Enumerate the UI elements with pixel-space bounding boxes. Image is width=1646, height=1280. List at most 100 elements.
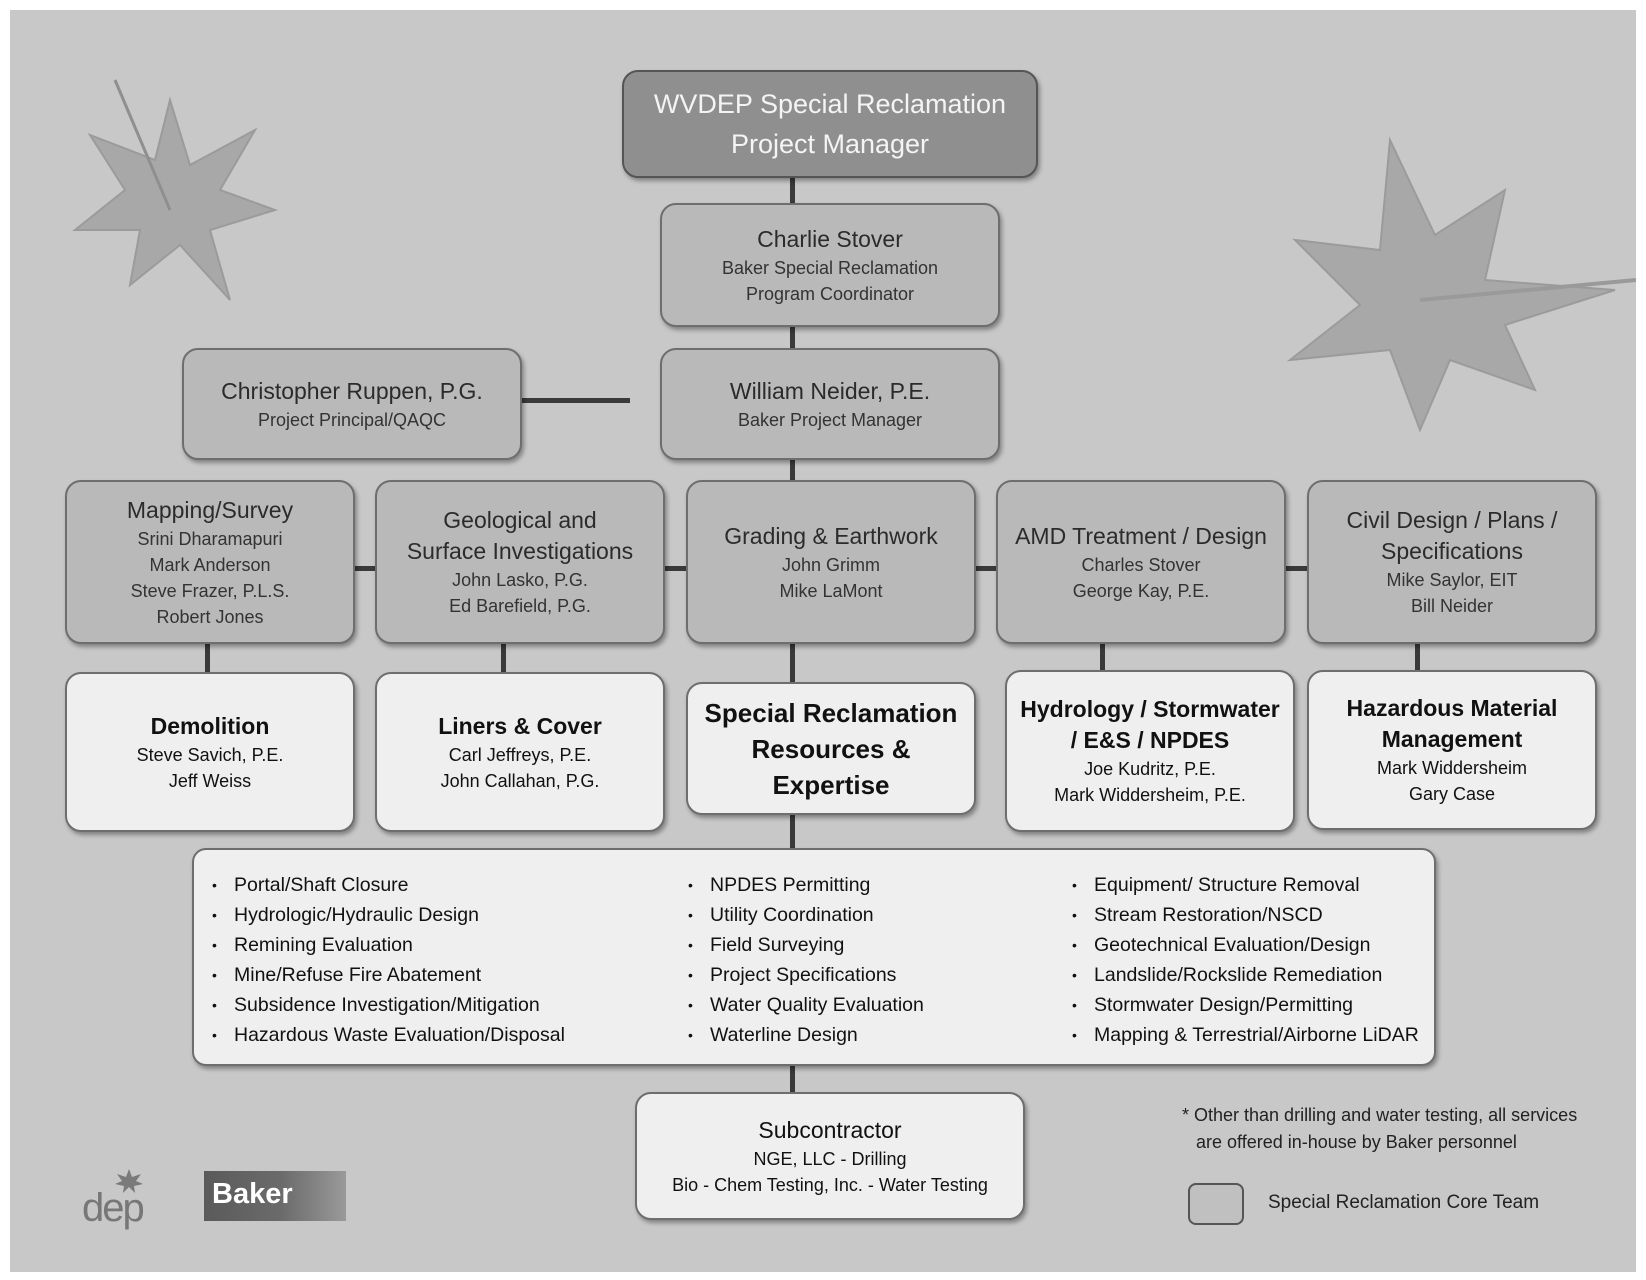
service-item: •Equipment/ Structure Removal <box>1072 873 1360 896</box>
member-name: John Grimm <box>781 554 880 575</box>
group-title: Hydrology / Stormwater / E&S / NPDES <box>1020 696 1280 753</box>
service-item: •Field Surveying <box>688 933 845 956</box>
resources-expertise-box: Special Reclamation Resources & Expertis… <box>686 682 976 815</box>
member-name: Mike Saylor, EIT <box>1386 570 1518 590</box>
civil-design-box: Civil Design / Plans / Specifications Mi… <box>1307 480 1597 644</box>
connector-line <box>790 454 795 484</box>
project-manager-line2: Project Manager <box>730 129 930 159</box>
services-column: •NPDES Permitting •Utility Coordination … <box>670 870 924 1050</box>
connector-line <box>790 175 795 207</box>
service-item: •Hydrologic/Hydraulic Design <box>212 903 479 926</box>
group-title: AMD Treatment / Design <box>1015 522 1267 549</box>
hazardous-material-box: Hazardous Material Management Mark Widde… <box>1307 670 1597 830</box>
service-item: •Water Quality Evaluation <box>688 993 924 1016</box>
member-name: Carl Jeffreys, P.E. <box>448 744 592 765</box>
baker-wordmark: Baker <box>212 1178 293 1210</box>
service-item: •Geotechnical Evaluation/Design <box>1072 933 1371 956</box>
service-item: •Subsidence Investigation/Mitigation <box>212 993 540 1016</box>
member-name: Srini Dharamapuri <box>137 528 283 549</box>
subcontractor-box: Subcontractor NGE, LLC - Drilling Bio - … <box>635 1092 1025 1220</box>
group-title: Demolition <box>150 712 270 739</box>
member-name: Gary Case <box>1408 784 1496 804</box>
coordinator-name: Charlie Stover <box>757 225 903 252</box>
member-name: Joe Kudritz, P.E. <box>1084 759 1216 779</box>
connector-line <box>790 1066 795 1094</box>
member-name: Mark Widdersheim <box>1376 758 1528 778</box>
principal-role: Project Principal/QAQC <box>257 409 447 430</box>
member-name: Charles Stover <box>1081 554 1201 575</box>
group-title: Mapping/Survey <box>126 496 294 523</box>
connector-line <box>790 322 795 352</box>
group-title: Grading & Earthwork <box>724 522 938 549</box>
connector-line <box>790 642 795 684</box>
mapping-survey-box: Mapping/Survey Srini Dharamapuri Mark An… <box>65 480 355 644</box>
service-item: •NPDES Permitting <box>688 873 871 896</box>
connector-line <box>498 398 630 403</box>
member-name: Jeff Weiss <box>168 770 252 791</box>
services-box: •Portal/Shaft Closure •Hydrologic/Hydrau… <box>192 848 1436 1066</box>
service-item: •Utility Coordination <box>688 903 874 926</box>
principal-name: Christopher Ruppen, P.G. <box>221 377 483 404</box>
coordinator-line3: Program Coordinator <box>745 283 915 304</box>
geological-box: Geological and Surface Investigations Jo… <box>375 480 665 644</box>
group-title: Liners & Cover <box>438 712 602 739</box>
footnote: * Other than drilling and water testing,… <box>1182 1102 1577 1156</box>
coordinator-box: Charlie Stover Baker Special Reclamation… <box>660 203 1000 327</box>
service-item: •Remining Evaluation <box>212 933 413 956</box>
baker-logo: Baker <box>204 1171 346 1221</box>
member-name: George Kay, P.E. <box>1072 580 1210 601</box>
member-name: Mark Widdersheim, P.E. <box>1054 785 1246 805</box>
footnote-line2: are offered in-house by Baker personnel <box>1196 1132 1517 1152</box>
member-name: Mark Anderson <box>149 554 271 575</box>
manager-name: William Neider, P.E. <box>729 377 931 404</box>
member-name: Ed Barefield, P.G. <box>449 596 591 616</box>
project-manager-line1: WVDEP Special Reclamation <box>653 89 1007 119</box>
group-title: Hazardous Material Management <box>1346 695 1558 752</box>
service-item: •Stormwater Design/Permitting <box>1072 993 1354 1016</box>
principal-box: Christopher Ruppen, P.G. Project Princip… <box>182 348 522 460</box>
baker-manager-box: William Neider, P.E. Baker Project Manag… <box>660 348 1000 460</box>
hydrology-box: Hydrology / Stormwater / E&S / NPDES Joe… <box>1005 670 1295 832</box>
member-name: John Callahan, P.G. <box>440 770 600 791</box>
liners-cover-box: Liners & Cover Carl Jeffreys, P.E. John … <box>375 672 665 832</box>
connector-line <box>205 644 210 676</box>
service-item: •Portal/Shaft Closure <box>212 873 409 896</box>
maple-leaf-icon <box>1286 136 1636 433</box>
member-name: Robert Jones <box>156 606 264 627</box>
service-item: •Project Specifications <box>688 963 897 986</box>
service-item: •Hazardous Waste Evaluation/Disposal <box>212 1023 565 1046</box>
subcontractor-line1: NGE, LLC - Drilling <box>753 1148 907 1169</box>
dep-wordmark: dep <box>82 1186 145 1230</box>
grading-earthwork-box: Grading & Earthwork John Grimm Mike LaMo… <box>686 480 976 644</box>
connector-line <box>790 815 795 849</box>
amd-treatment-box: AMD Treatment / Design Charles Stover Ge… <box>996 480 1286 644</box>
subcontractor-title: Subcontractor <box>758 1116 902 1143</box>
service-item: •Stream Restoration/NSCD <box>1072 903 1323 926</box>
subcontractor-line2: Bio - Chem Testing, Inc. - Water Testing <box>672 1174 988 1195</box>
dep-logo: dep <box>82 1168 182 1238</box>
org-chart-canvas: WVDEP Special Reclamation Project Manage… <box>10 10 1636 1272</box>
service-item: •Waterline Design <box>688 1023 858 1046</box>
member-name: Steve Frazer, P.L.S. <box>130 580 290 601</box>
demolition-box: Demolition Steve Savich, P.E. Jeff Weiss <box>65 672 355 832</box>
leaf-logo-icon <box>115 1169 143 1193</box>
service-item: •Mine/Refuse Fire Abatement <box>212 963 482 986</box>
footnote-line1: * Other than drilling and water testing,… <box>1182 1105 1578 1125</box>
service-item: •Mapping & Terrestrial/Airborne LiDAR <box>1072 1023 1419 1046</box>
group-title: Special Reclamation Resources & Expertis… <box>704 697 958 800</box>
legend-label: Special Reclamation Core Team <box>1268 1192 1540 1213</box>
maple-leaf-icon <box>72 79 279 301</box>
connector-line <box>501 640 506 674</box>
project-manager-box: WVDEP Special Reclamation Project Manage… <box>622 70 1038 178</box>
coordinator-line2: Baker Special Reclamation <box>721 257 939 278</box>
member-name: Mike LaMont <box>779 580 883 601</box>
service-item: •Landslide/Rockslide Remediation <box>1072 963 1383 986</box>
group-title: Civil Design / Plans / Specifications <box>1346 507 1558 564</box>
connector-line <box>1100 642 1105 674</box>
group-title: Geological and Surface Investigations <box>406 507 634 564</box>
member-name: John Lasko, P.G. <box>452 570 588 590</box>
member-name: Bill Neider <box>1410 596 1494 616</box>
services-column: •Equipment/ Structure Removal •Stream Re… <box>1054 870 1419 1050</box>
member-name: Steve Savich, P.E. <box>136 744 284 765</box>
services-column: •Portal/Shaft Closure •Hydrologic/Hydrau… <box>194 870 565 1050</box>
